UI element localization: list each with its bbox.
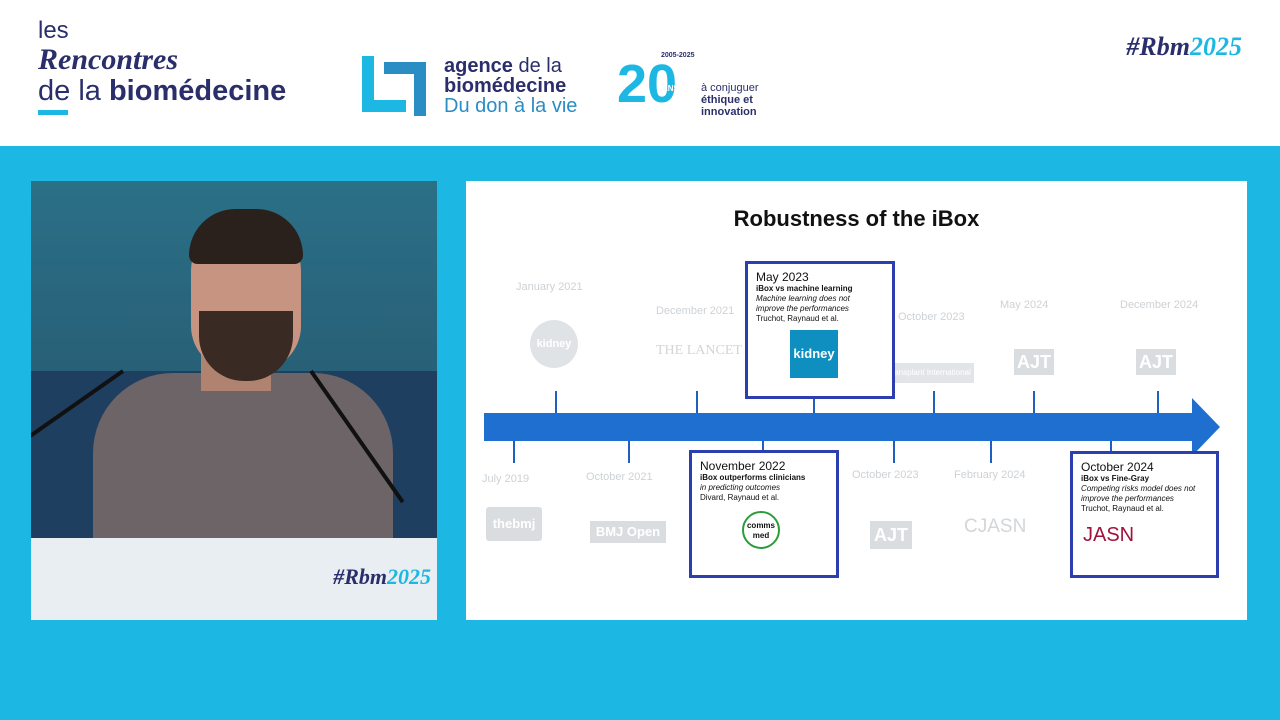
faded-date: December 2024 bbox=[1120, 299, 1199, 311]
event-date: October 2024 bbox=[1081, 460, 1154, 474]
anniversary-line2: éthique et bbox=[701, 94, 753, 106]
faded-date: July 2019 bbox=[482, 473, 530, 485]
anniversary-years: 2005-2025 bbox=[661, 52, 695, 59]
faded-event-may2024: May 2024 AJT bbox=[1000, 299, 1054, 375]
kidney-journal-logo: kidney bbox=[790, 330, 838, 378]
tick-dec2024 bbox=[1157, 391, 1159, 413]
header-bar: les Rencontres de la biomédecine agence … bbox=[0, 0, 1280, 146]
tick-jan2021 bbox=[555, 391, 557, 413]
tick-dec2021 bbox=[696, 391, 698, 413]
agence-biomedecine: biomédecine bbox=[444, 75, 567, 97]
anniversary-ans: ANS bbox=[662, 84, 679, 93]
event-box-oct2024: October 2024 iBox vs Fine-Gray Competing… bbox=[1070, 451, 1219, 578]
event-date: May 2023 bbox=[756, 270, 809, 284]
faded-event-oct2023-top: October 2023 Transplant International bbox=[884, 311, 974, 383]
faded-event-dec2024: December 2024 AJT bbox=[1120, 299, 1198, 375]
faded-event-jul2019: July 2019 thebmj bbox=[482, 473, 542, 541]
faded-journal: thebmj bbox=[486, 507, 542, 541]
anniversary-tagline: à conjuguer éthique et innovation bbox=[701, 82, 759, 118]
tick-feb2024 bbox=[990, 441, 992, 463]
faded-event-jan2021: January 2021 kidney bbox=[516, 281, 583, 368]
speaker-hair bbox=[189, 209, 303, 264]
hashtag-prefix: #Rbm bbox=[1126, 32, 1190, 61]
event-authors: Truchot, Raynaud et al. bbox=[1081, 504, 1164, 513]
faded-event-feb2024: February 2024 CJASN bbox=[954, 469, 1027, 537]
tick-may2024 bbox=[1033, 391, 1035, 413]
faded-date: October 2021 bbox=[586, 471, 653, 483]
event-desc-line2: improve the performances bbox=[756, 304, 849, 313]
faded-date: January 2021 bbox=[516, 281, 583, 293]
commsmed-line2: med bbox=[752, 531, 770, 540]
faded-journal: CJASN bbox=[964, 516, 1027, 537]
speaker-video: #Rbm2025 bbox=[31, 181, 437, 620]
event-topic: iBox vs machine learning bbox=[756, 284, 853, 293]
agence-tagline: Du don à la vie bbox=[444, 95, 578, 117]
anniversary-line1: à conjuguer bbox=[701, 82, 759, 94]
faded-date: October 2023 bbox=[898, 311, 965, 323]
brand-de-la: de la bbox=[38, 75, 101, 107]
slide-title: Robustness of the iBox bbox=[733, 206, 980, 231]
agence-de-la: de la bbox=[518, 55, 562, 77]
faded-journal: THE LANCET bbox=[656, 343, 742, 358]
anniversary-logo: 20 2005-2025 ANS à conjuguer éthique et … bbox=[617, 52, 777, 122]
podium-hashtag-prefix: #Rbm bbox=[333, 564, 387, 589]
faded-date: December 2021 bbox=[656, 305, 735, 317]
faded-journal: AJT bbox=[870, 521, 912, 549]
faded-journal: BMJ Open bbox=[590, 521, 666, 543]
hashtag-year: 2025 bbox=[1190, 32, 1242, 61]
faded-journal: AJT bbox=[1014, 349, 1054, 375]
timeline-bar bbox=[484, 413, 1196, 441]
faded-date: February 2024 bbox=[954, 469, 1026, 481]
event-desc-line1: Machine learning does not bbox=[756, 294, 850, 303]
speaker-beard bbox=[199, 311, 293, 381]
tick-oct2021 bbox=[628, 441, 630, 463]
event-desc-line1: Competing risks model does not bbox=[1081, 484, 1196, 493]
faded-event-dec2021: December 2021 THE LANCET bbox=[656, 305, 742, 358]
brand-biomedecine: biomédecine bbox=[108, 75, 287, 107]
event-date: November 2022 bbox=[700, 459, 786, 473]
jasn-journal-logo: JASN bbox=[1083, 524, 1135, 546]
agence-text: agence de la biomédecine Du don à la vie bbox=[444, 56, 577, 116]
brand-les: les bbox=[38, 17, 69, 44]
event-box-may2023: May 2023 iBox vs machine learning Machin… bbox=[745, 261, 895, 399]
anniversary-number: 20 bbox=[617, 54, 678, 114]
podium bbox=[31, 538, 437, 620]
presentation-slide: Robustness of the iBox January 2021 kidn… bbox=[466, 181, 1247, 620]
faded-date: May 2024 bbox=[1000, 299, 1049, 311]
faded-placeholder bbox=[516, 293, 583, 302]
tick-oct2023-bottom bbox=[893, 441, 895, 463]
faded-journal: Transplant International bbox=[884, 363, 974, 383]
agence-word: agence bbox=[444, 55, 513, 77]
event-box-nov2022: November 2022 iBox outperforms clinician… bbox=[689, 450, 839, 578]
event-authors: Truchot, Raynaud et al. bbox=[756, 314, 839, 323]
tick-oct2023-top bbox=[933, 391, 935, 413]
faded-event-oct2021: October 2021 BMJ Open bbox=[586, 471, 666, 543]
tick-jul2019 bbox=[513, 441, 515, 463]
brand-line3: de la biomédecine bbox=[38, 76, 286, 106]
event-desc: in predicting outcomes bbox=[700, 483, 781, 492]
anniversary-line3: innovation bbox=[701, 106, 757, 118]
faded-journal: AJT bbox=[1136, 349, 1176, 375]
commsmed-line1: comms bbox=[746, 521, 775, 530]
event-hashtag: #Rbm2025 bbox=[1126, 32, 1242, 62]
podium-hashtag-year: 2025 bbox=[387, 564, 431, 589]
rencontres-logo: les Rencontres de la biomédecine bbox=[38, 18, 286, 115]
event-topic: iBox vs Fine-Gray bbox=[1081, 474, 1150, 483]
brand-underline bbox=[38, 110, 68, 115]
timeline-arrowhead bbox=[1192, 398, 1220, 456]
event-authors: Divard, Raynaud et al. bbox=[700, 493, 780, 502]
brand-rencontres: Rencontres bbox=[38, 43, 179, 76]
faded-event-oct2023-bottom: October 2023 AJT bbox=[852, 469, 919, 549]
podium-hashtag: #Rbm2025 bbox=[333, 564, 431, 590]
faded-journal: kidney bbox=[530, 320, 578, 368]
agence-mark-icon bbox=[362, 56, 426, 116]
event-desc-line2: improve the performances bbox=[1081, 494, 1174, 503]
tick-may2023 bbox=[813, 391, 815, 413]
event-topic: iBox outperforms clinicians bbox=[700, 473, 806, 482]
faded-date: October 2023 bbox=[852, 469, 919, 481]
timeline-arrow bbox=[484, 398, 1220, 456]
